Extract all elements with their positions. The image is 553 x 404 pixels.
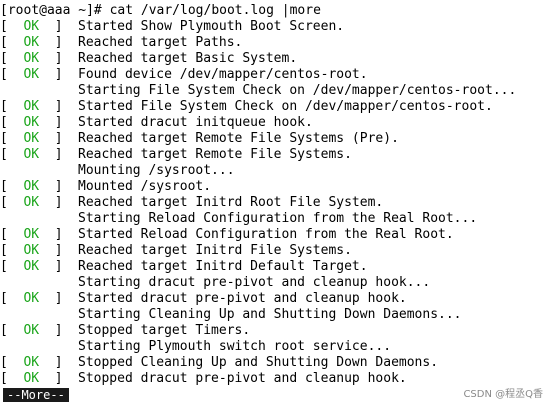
status-blank [0, 275, 78, 291]
log-line: [ OK ] Stopped target Timers. [0, 323, 553, 339]
status-ok-badge: [ OK ] [0, 115, 71, 130]
log-line: Starting Cleaning Up and Shutting Down D… [0, 307, 553, 323]
ok-status-text: OK [23, 243, 40, 258]
status-blank [0, 339, 78, 355]
ok-status-text: OK [23, 371, 40, 386]
status-ok-badge: [ OK ] [0, 147, 71, 162]
status-ok-badge: [ OK ] [0, 259, 71, 274]
status-ok-badge: [ OK ] [0, 243, 71, 258]
log-message: Starting dracut pre-pivot and cleanup ho… [78, 275, 431, 290]
log-line: [ OK ] Reached target Remote File System… [0, 147, 553, 163]
ok-status-text: OK [23, 179, 40, 194]
ok-status-text: OK [23, 323, 40, 338]
log-message: Mounted /sysroot. [78, 179, 212, 194]
ok-status-text: OK [23, 67, 40, 82]
log-message: Started File System Check on /dev/mapper… [78, 99, 493, 114]
log-message: Reached target Remote File Systems. [78, 147, 352, 162]
log-line: [ OK ] Started dracut pre-pivot and clea… [0, 291, 553, 307]
ok-status-text: OK [23, 259, 40, 274]
log-message: Reached target Initrd Root File System. [78, 195, 384, 210]
status-blank [0, 83, 78, 99]
boot-log-lines: [ OK ] Started Show Plymouth Boot Screen… [0, 19, 553, 387]
more-pager-prompt[interactable]: --More-- [3, 388, 69, 402]
log-line: [ OK ] Reached target Paths. [0, 35, 553, 51]
log-line: [ OK ] Stopped Cleaning Up and Shutting … [0, 355, 553, 371]
log-message: Reached target Initrd Default Target. [78, 259, 368, 274]
log-line: [ OK ] Started dracut initqueue hook. [0, 115, 553, 131]
status-ok-badge: [ OK ] [0, 51, 71, 66]
status-ok-badge: [ OK ] [0, 371, 71, 386]
log-message: Starting Plymouth switch root service... [78, 339, 392, 354]
status-ok-badge: [ OK ] [0, 179, 71, 194]
status-ok-badge: [ OK ] [0, 355, 71, 370]
log-message: Starting Cleaning Up and Shutting Down D… [78, 307, 462, 322]
watermark-text: CSDN @程丞Q香 [463, 389, 543, 400]
status-ok-badge: [ OK ] [0, 195, 71, 210]
ok-status-text: OK [23, 35, 40, 50]
log-message: Reached target Basic System. [78, 51, 298, 66]
status-ok-badge: [ OK ] [0, 99, 71, 114]
log-message: Starting File System Check on /dev/mappe… [78, 83, 517, 98]
log-line: [ OK ] Reached target Initrd Root File S… [0, 195, 553, 211]
log-line: [ OK ] Mounted /sysroot. [0, 179, 553, 195]
log-line: [ OK ] Started Show Plymouth Boot Screen… [0, 19, 553, 35]
log-message: Started Show Plymouth Boot Screen. [78, 19, 345, 34]
log-message: Reached target Remote File Systems (Pre)… [78, 131, 399, 146]
terminal-output: [root@aaa ~]# cat /var/log/boot.log |mor… [0, 3, 553, 387]
log-line: Starting dracut pre-pivot and cleanup ho… [0, 275, 553, 291]
log-line: Starting Reload Configuration from the R… [0, 211, 553, 227]
log-line: [ OK ] Started File System Check on /dev… [0, 99, 553, 115]
log-message: Started dracut initqueue hook. [78, 115, 313, 130]
log-message: Reached target Paths. [78, 35, 243, 50]
log-message: Stopped dracut pre-pivot and cleanup hoo… [78, 371, 407, 386]
status-blank [0, 307, 78, 323]
ok-status-text: OK [23, 19, 40, 34]
ok-status-text: OK [23, 355, 40, 370]
ok-status-text: OK [23, 99, 40, 114]
status-ok-badge: [ OK ] [0, 323, 71, 338]
status-ok-badge: [ OK ] [0, 67, 71, 82]
log-message: Reached target Initrd File Systems. [78, 243, 352, 258]
log-line: [ OK ] Found device /dev/mapper/centos-r… [0, 67, 553, 83]
shell-prompt-line: [root@aaa ~]# cat /var/log/boot.log |mor… [0, 3, 321, 18]
ok-status-text: OK [23, 147, 40, 162]
log-message: Starting Reload Configuration from the R… [78, 211, 478, 226]
ok-status-text: OK [23, 291, 40, 306]
log-message: Stopped target Timers. [78, 323, 251, 338]
log-message: Mounting /sysroot... [78, 163, 235, 178]
status-ok-badge: [ OK ] [0, 291, 71, 306]
log-message: Stopped Cleaning Up and Shutting Down Da… [78, 355, 439, 370]
log-message: Started dracut pre-pivot and cleanup hoo… [78, 291, 407, 306]
status-ok-badge: [ OK ] [0, 35, 71, 50]
log-message: Found device /dev/mapper/centos-root. [78, 67, 368, 82]
log-line: [ OK ] Reached target Basic System. [0, 51, 553, 67]
log-line: [ OK ] Reached target Initrd Default Tar… [0, 259, 553, 275]
ok-status-text: OK [23, 227, 40, 242]
log-line: [ OK ] Reached target Remote File System… [0, 131, 553, 147]
log-line: Starting File System Check on /dev/mappe… [0, 83, 553, 99]
status-ok-badge: [ OK ] [0, 227, 71, 242]
log-line: Mounting /sysroot... [0, 163, 553, 179]
log-line: [ OK ] Reached target Initrd File System… [0, 243, 553, 259]
ok-status-text: OK [23, 51, 40, 66]
ok-status-text: OK [23, 131, 40, 146]
ok-status-text: OK [23, 195, 40, 210]
status-blank [0, 211, 78, 227]
status-blank [0, 163, 78, 179]
status-ok-badge: [ OK ] [0, 19, 71, 34]
log-line: [ OK ] Stopped dracut pre-pivot and clea… [0, 371, 553, 387]
log-line: Starting Plymouth switch root service... [0, 339, 553, 355]
status-ok-badge: [ OK ] [0, 131, 71, 146]
log-line: [ OK ] Started Reload Configuration from… [0, 227, 553, 243]
ok-status-text: OK [23, 115, 40, 130]
log-message: Started Reload Configuration from the Re… [78, 227, 454, 242]
